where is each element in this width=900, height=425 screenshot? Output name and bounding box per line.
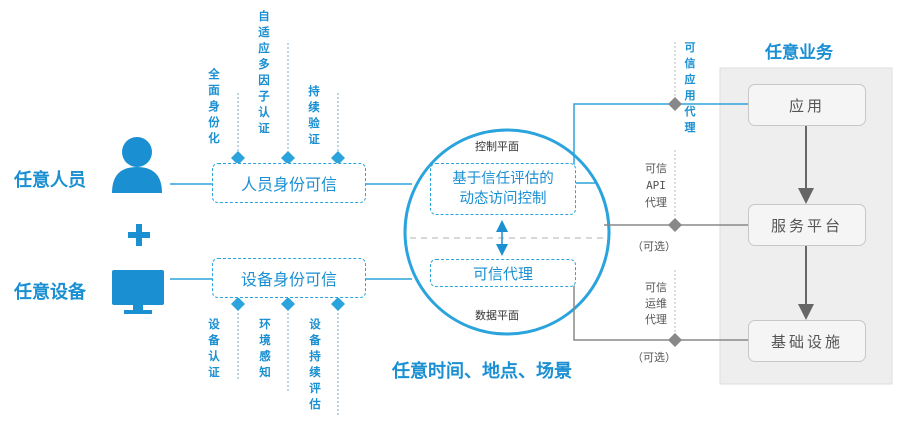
trust-circle — [403, 128, 611, 336]
plus-icon — [128, 224, 150, 246]
application-box: 应用 — [748, 84, 866, 126]
ops-proxy-optional: （可选） — [632, 351, 676, 364]
factor-full-identity: 全面身份化 — [208, 67, 220, 145]
ops-proxy-label: 可信运维代理 — [645, 281, 667, 326]
device-trust-box: 设备身份可信 — [212, 258, 366, 298]
dynamic-access-line2: 动态访问控制 — [459, 191, 547, 207]
service-platform-box: 服务平台 — [748, 204, 866, 246]
identity-trust-box: 人员身份可信 — [212, 163, 366, 203]
infrastructure-box: 基础设施 — [748, 320, 866, 362]
person-icon — [112, 137, 162, 193]
factor-continuous-verify: 持续验证 — [308, 84, 320, 146]
api-proxy-label: 可信API代理 — [645, 162, 667, 209]
anytime-caption: 任意时间、地点、场景 — [392, 361, 572, 382]
proxy-diamonds — [668, 97, 682, 347]
data-plane-label: 数据平面 — [475, 309, 519, 322]
api-proxy-optional: （可选） — [632, 240, 676, 253]
factor-adaptive-mfa: 自适应多因子认证 — [258, 9, 270, 135]
any-business-title: 任意业务 — [765, 43, 833, 63]
trusted-proxy-box: 可信代理 — [430, 259, 576, 287]
factor-device-auth: 设备认证 — [208, 317, 220, 379]
device-diamonds — [231, 297, 345, 311]
dynamic-access-line1: 基于信任评估的 — [452, 171, 554, 187]
control-plane-label: 控制平面 — [475, 140, 519, 153]
any-device-label: 任意设备 — [14, 282, 86, 303]
app-proxy-label: 可信应用代理 — [684, 41, 696, 134]
factor-device-eval: 设备持续评估 — [309, 317, 321, 411]
factor-env-sense: 环境感知 — [259, 317, 271, 379]
identity-diamonds — [231, 151, 345, 165]
any-person-label: 任意人员 — [14, 170, 86, 191]
dynamic-access-control-box: 基于信任评估的 动态访问控制 — [430, 163, 576, 215]
monitor-icon — [112, 270, 164, 314]
